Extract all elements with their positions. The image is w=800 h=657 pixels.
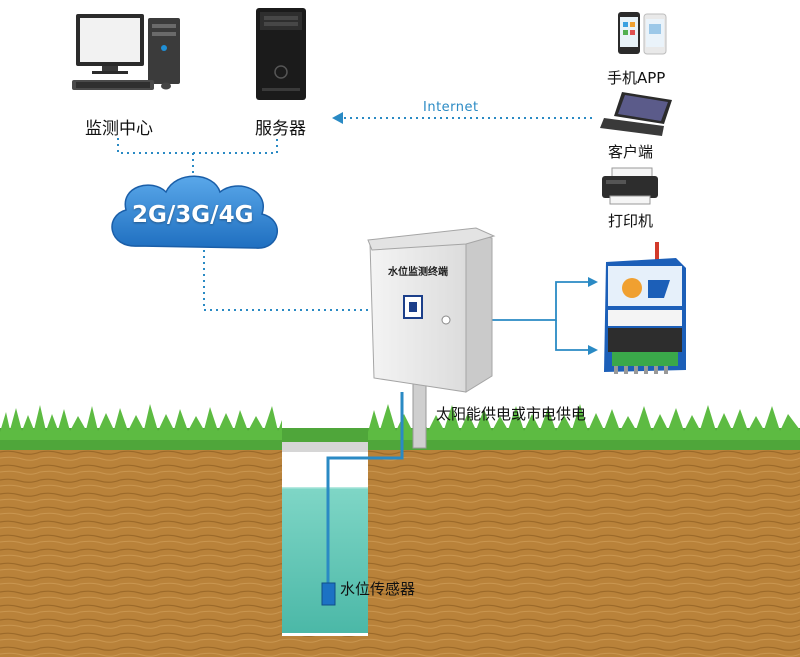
cloud-icon	[111, 175, 279, 249]
desktop-computer-icon	[72, 14, 180, 90]
terminal-title: 水位监测终端	[388, 267, 448, 278]
server-label: 服务器	[255, 119, 306, 139]
sensor-cable	[326, 392, 404, 586]
water-sensor-label: 水位传感器	[340, 580, 416, 598]
water-level-sensor	[321, 582, 336, 606]
power-supply-label: 太阳能供电或市电供电	[436, 405, 587, 423]
printer-label: 打印机	[608, 212, 654, 230]
smartphone-icon	[618, 12, 667, 55]
rtu-device-icon	[604, 242, 686, 374]
rtu-links	[492, 281, 596, 351]
rtu-arrow-top	[588, 277, 598, 287]
network-label: 2G/3G/4G	[132, 202, 254, 228]
mounting-pole	[412, 381, 427, 449]
laptop-icon	[600, 92, 672, 136]
printer-icon	[602, 167, 658, 205]
monitoring-terminal-box	[367, 227, 496, 393]
water-well	[282, 442, 368, 636]
internet-arrowhead	[332, 112, 343, 124]
monitor-center-label: 监测中心	[85, 119, 153, 139]
mobile-app-label: 手机APP	[607, 69, 666, 87]
network-links	[117, 117, 592, 311]
grass-strip	[0, 404, 800, 450]
internet-label: Internet	[423, 100, 479, 115]
client-label: 客户端	[608, 143, 654, 161]
server-tower-icon	[256, 8, 306, 100]
rtu-arrow-bottom	[588, 345, 598, 355]
soil-ground	[0, 446, 800, 657]
